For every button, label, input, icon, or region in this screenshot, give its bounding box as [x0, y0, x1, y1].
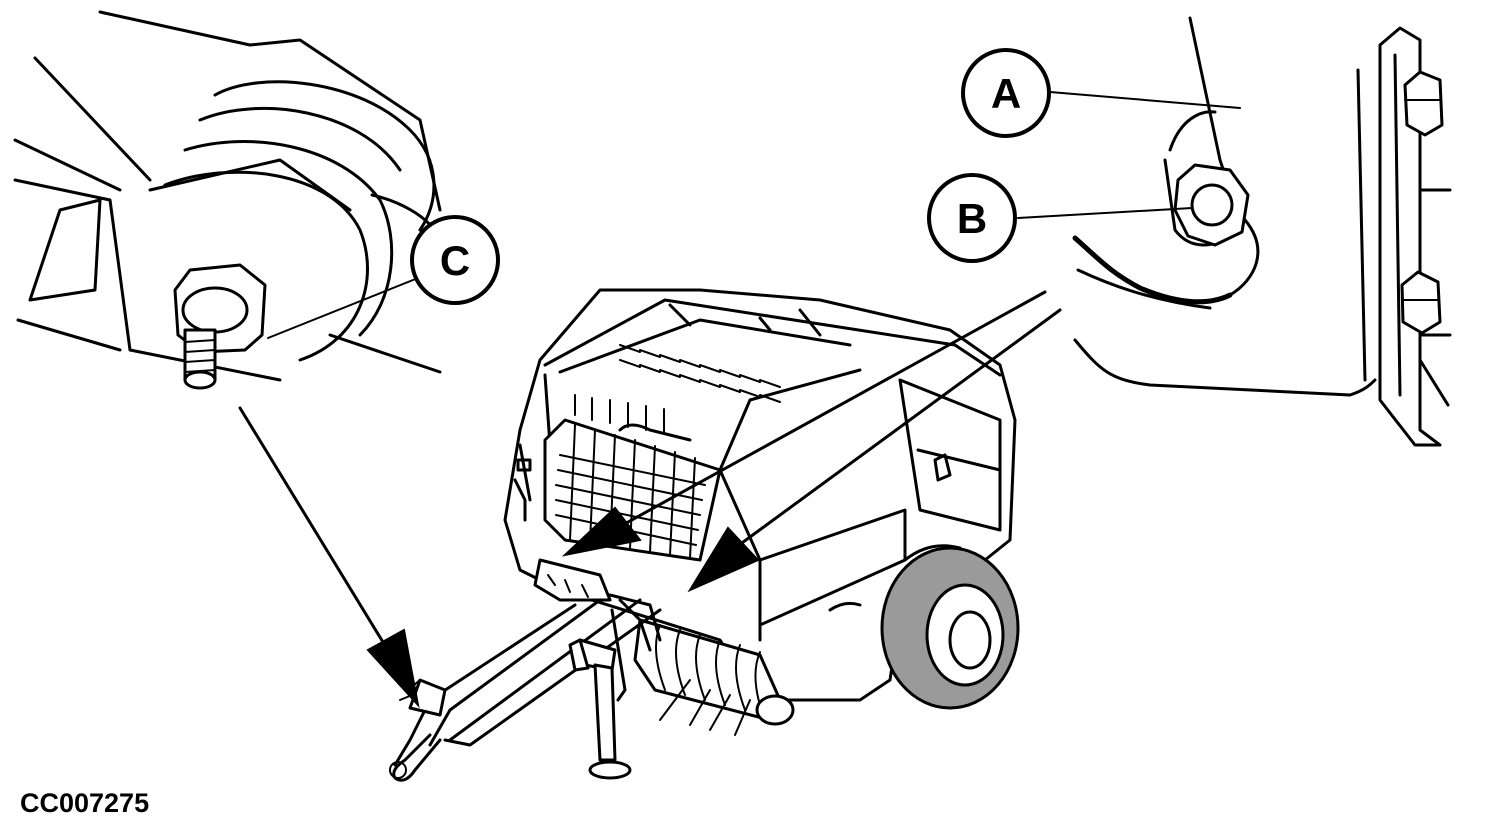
- inset-hub-detail: [13, 10, 442, 390]
- wheel: [880, 544, 1020, 710]
- callout-b-circle: [927, 173, 1017, 263]
- callout-b: B: [927, 173, 1017, 263]
- callout-a-circle: [961, 48, 1051, 138]
- arrowhead-hitch: [366, 628, 420, 709]
- figure-id: CC007275: [20, 788, 149, 818]
- callout-c-label: C: [440, 237, 470, 284]
- arrow-to-right-pivot: [733, 308, 1062, 550]
- arrow-to-hitch: [238, 406, 402, 672]
- jack-stand: [568, 608, 632, 780]
- tongue-drawbar: [389, 558, 662, 782]
- hood-vents: [574, 344, 781, 434]
- baler-machine: [389, 288, 1020, 782]
- pickup-reel: [633, 618, 795, 736]
- arrowhead-right-pivot: [687, 526, 760, 593]
- arrowhead-left-pivot: [561, 506, 642, 557]
- arrow-to-left-pivot: [608, 290, 1047, 534]
- inset-pivot-detail: [1017, 16, 1452, 447]
- callout-c-circle: [410, 215, 500, 305]
- callout-c: C: [410, 215, 500, 305]
- callout-a-label: A: [991, 70, 1021, 117]
- callout-b-label: B: [957, 195, 987, 242]
- pointer-arrows: [238, 290, 1062, 709]
- front-grille: [555, 424, 706, 559]
- callout-a: A: [961, 48, 1051, 138]
